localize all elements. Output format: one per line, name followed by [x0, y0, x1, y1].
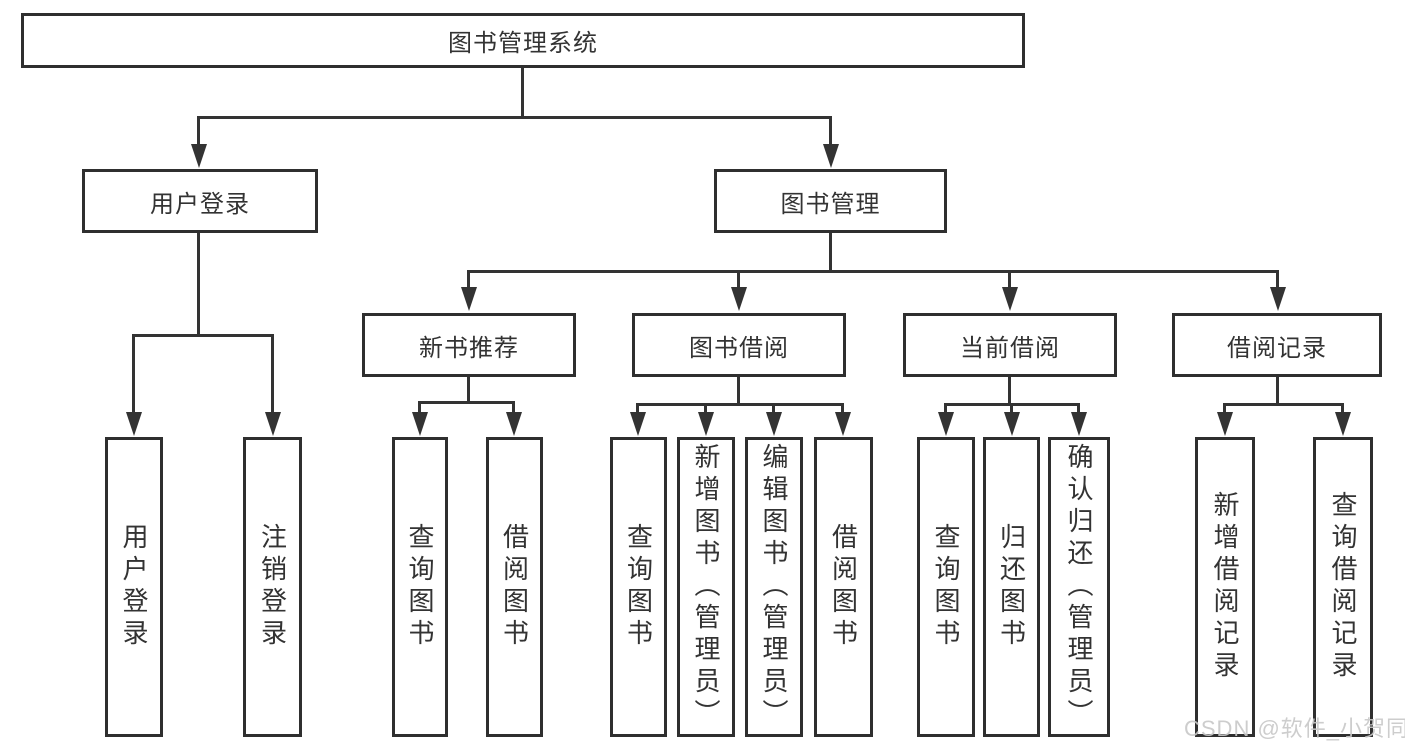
edge-line [1223, 403, 1226, 413]
edge-arrowhead-down [835, 412, 851, 436]
node-library-management-system: 图书管理系统 [21, 13, 1025, 68]
edge-arrowhead-down [461, 287, 477, 311]
node-label: 借阅图书 [499, 523, 530, 651]
edge-arrowhead-down [1270, 287, 1286, 311]
node-label: 新增借阅记录 [1210, 491, 1240, 683]
edge-line [841, 403, 844, 413]
node-query-books: 查询图书 [610, 437, 667, 737]
edge-line [467, 270, 470, 288]
edge-line [944, 403, 947, 413]
node-label: 归还图书 [996, 523, 1027, 651]
edge-arrowhead-down [412, 412, 428, 436]
edge-line [1008, 270, 1011, 288]
edge-arrowhead-down [938, 412, 954, 436]
node-borrow-books: 借阅图书 [486, 437, 543, 737]
edge-arrowhead-down [1335, 412, 1351, 436]
node-edit-book-admin: 编辑图书（管理员） [745, 437, 803, 737]
edge-arrowhead-down [1002, 287, 1018, 311]
node-label: 借阅记录 [1227, 334, 1327, 362]
node-label: 图书管理 [780, 190, 881, 218]
edge-arrowhead-down [126, 412, 142, 436]
node-borrowing-records: 借阅记录 [1172, 313, 1382, 377]
node-label: 新增图书（管理员） [691, 443, 721, 731]
edge-line [197, 116, 200, 146]
node-label: 新书推荐 [419, 334, 519, 362]
node-label: 借阅图书 [828, 523, 859, 651]
node-book-borrowing: 图书借阅 [632, 313, 846, 377]
edge-line [467, 270, 1279, 273]
node-query-books: 查询图书 [392, 437, 448, 737]
node-label: 查询借阅记录 [1328, 491, 1358, 683]
edge-line [418, 401, 421, 413]
edge-arrowhead-down [506, 412, 522, 436]
edge-line [636, 403, 844, 406]
edge-arrowhead-down [698, 412, 714, 436]
node-label: 图书管理系统 [448, 30, 598, 57]
csdn-watermark: CSDN @软件_小贺同学 [1184, 716, 1405, 741]
node-label: 图书借阅 [689, 334, 789, 362]
node-label: 用户登录 [119, 523, 149, 651]
node-current-borrowing: 当前借阅 [903, 313, 1117, 377]
edge-line [512, 401, 515, 413]
edge-line [197, 116, 832, 119]
node-label: 查询图书 [405, 523, 435, 651]
node-logout: 注销登录 [243, 437, 302, 737]
edge-line [1077, 403, 1080, 413]
node-user-login-group: 用户登录 [82, 169, 318, 233]
edge-arrowhead-down [630, 412, 646, 436]
edge-arrowhead-down [766, 412, 782, 436]
edge-arrowhead-down [265, 412, 281, 436]
edge-line [197, 233, 200, 337]
edge-line [132, 334, 274, 337]
node-query-books: 查询图书 [917, 437, 975, 737]
edge-line [132, 334, 135, 413]
node-new-book-recommend: 新书推荐 [362, 313, 576, 377]
edge-line [636, 403, 639, 413]
edge-line [271, 334, 274, 413]
node-label: 注销登录 [257, 523, 288, 651]
edge-line [1276, 270, 1279, 288]
edge-line [1276, 377, 1279, 405]
node-return-books: 归还图书 [983, 437, 1040, 737]
edge-arrowhead-down [731, 287, 747, 311]
node-label: 编辑图书（管理员） [759, 443, 789, 731]
node-label: 查询图书 [623, 523, 654, 651]
edge-line [418, 401, 515, 404]
node-add-borrow-record: 新增借阅记录 [1195, 437, 1255, 737]
edge-arrowhead-down [191, 144, 207, 168]
node-confirm-return-admin: 确认归还（管理员） [1048, 437, 1110, 737]
edge-line [829, 116, 832, 146]
node-label: 确认归还（管理员） [1064, 443, 1094, 731]
edge-line [467, 377, 470, 404]
edge-line [829, 233, 832, 273]
edge-arrowhead-down [1217, 412, 1233, 436]
edge-arrowhead-down [823, 144, 839, 168]
edge-line [1223, 403, 1344, 406]
edge-arrowhead-down [1004, 412, 1020, 436]
edge-line [704, 403, 707, 413]
node-book-management: 图书管理 [714, 169, 947, 233]
node-label: 当前借阅 [960, 334, 1060, 362]
edge-line [1008, 377, 1011, 405]
node-label: 查询图书 [931, 523, 961, 651]
edge-line [521, 68, 524, 118]
node-add-book-admin: 新增图书（管理员） [677, 437, 735, 737]
node-user-login: 用户登录 [105, 437, 163, 737]
edge-line [1341, 403, 1344, 413]
node-query-borrow-record: 查询借阅记录 [1313, 437, 1373, 737]
edge-line [772, 403, 775, 413]
edge-line [1010, 403, 1013, 413]
edge-arrowhead-down [1071, 412, 1087, 436]
edge-line [737, 377, 740, 405]
edge-line [737, 270, 740, 288]
node-borrow-books: 借阅图书 [814, 437, 873, 737]
node-label: 用户登录 [150, 190, 250, 218]
